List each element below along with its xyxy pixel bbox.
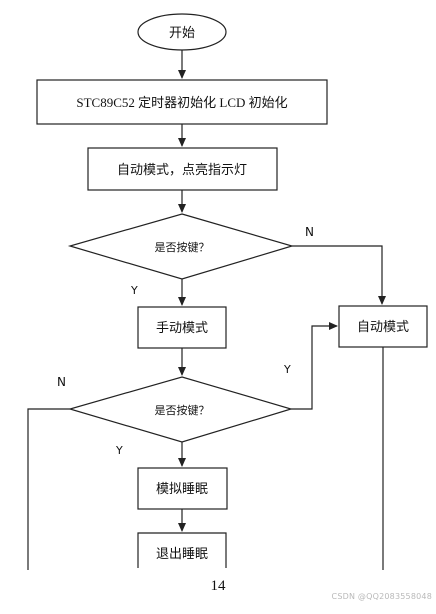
d2-yes-down-label: Y bbox=[115, 444, 123, 457]
exit-sleep-label: 退出睡眠 bbox=[156, 547, 208, 562]
decision-2-label: 是否按键？ bbox=[155, 403, 210, 417]
auto-mode-light-label: 自动模式，点亮指示灯 bbox=[117, 162, 247, 178]
init-label: STC89C52 定时器初始化 LCD 初始化 bbox=[76, 95, 287, 110]
page-number: 14 bbox=[210, 578, 226, 594]
edge-d1-no bbox=[292, 245, 386, 305]
auto-mode-label: 自动模式 bbox=[357, 320, 409, 335]
d1-no-label: N bbox=[305, 225, 314, 239]
edge-d2-yes-right bbox=[291, 322, 338, 410]
init-box bbox=[36, 79, 328, 125]
decision-1-label: 是否按键？ bbox=[155, 240, 210, 254]
d2-no-label: N bbox=[57, 375, 66, 389]
start-label: 开始 bbox=[169, 26, 195, 41]
sim-sleep-label: 模拟睡眠 bbox=[156, 482, 208, 497]
watermark: CSDN @QQ2083558048 bbox=[331, 592, 432, 601]
d2-yes-right-label: Y bbox=[283, 363, 291, 376]
exit-sleep-box bbox=[137, 532, 227, 568]
edge-d2-no bbox=[27, 408, 70, 570]
manual-mode-label: 手动模式 bbox=[156, 321, 208, 336]
d1-yes-label: Y bbox=[130, 284, 138, 297]
sim-sleep-box bbox=[137, 467, 228, 510]
